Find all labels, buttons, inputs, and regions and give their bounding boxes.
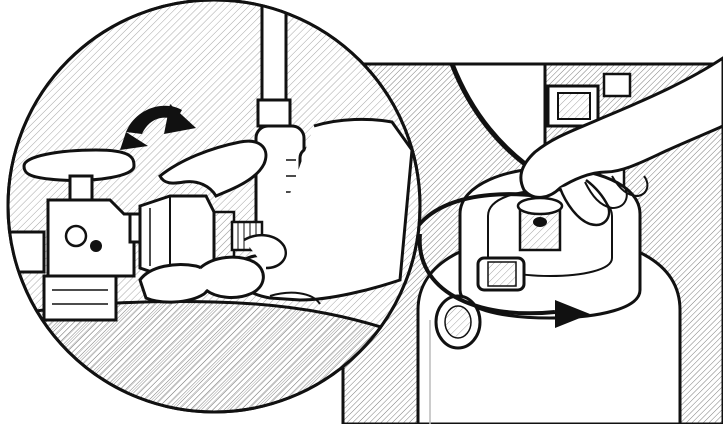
valve-handwheel-center	[533, 217, 547, 227]
regulator-hose	[258, 0, 290, 126]
